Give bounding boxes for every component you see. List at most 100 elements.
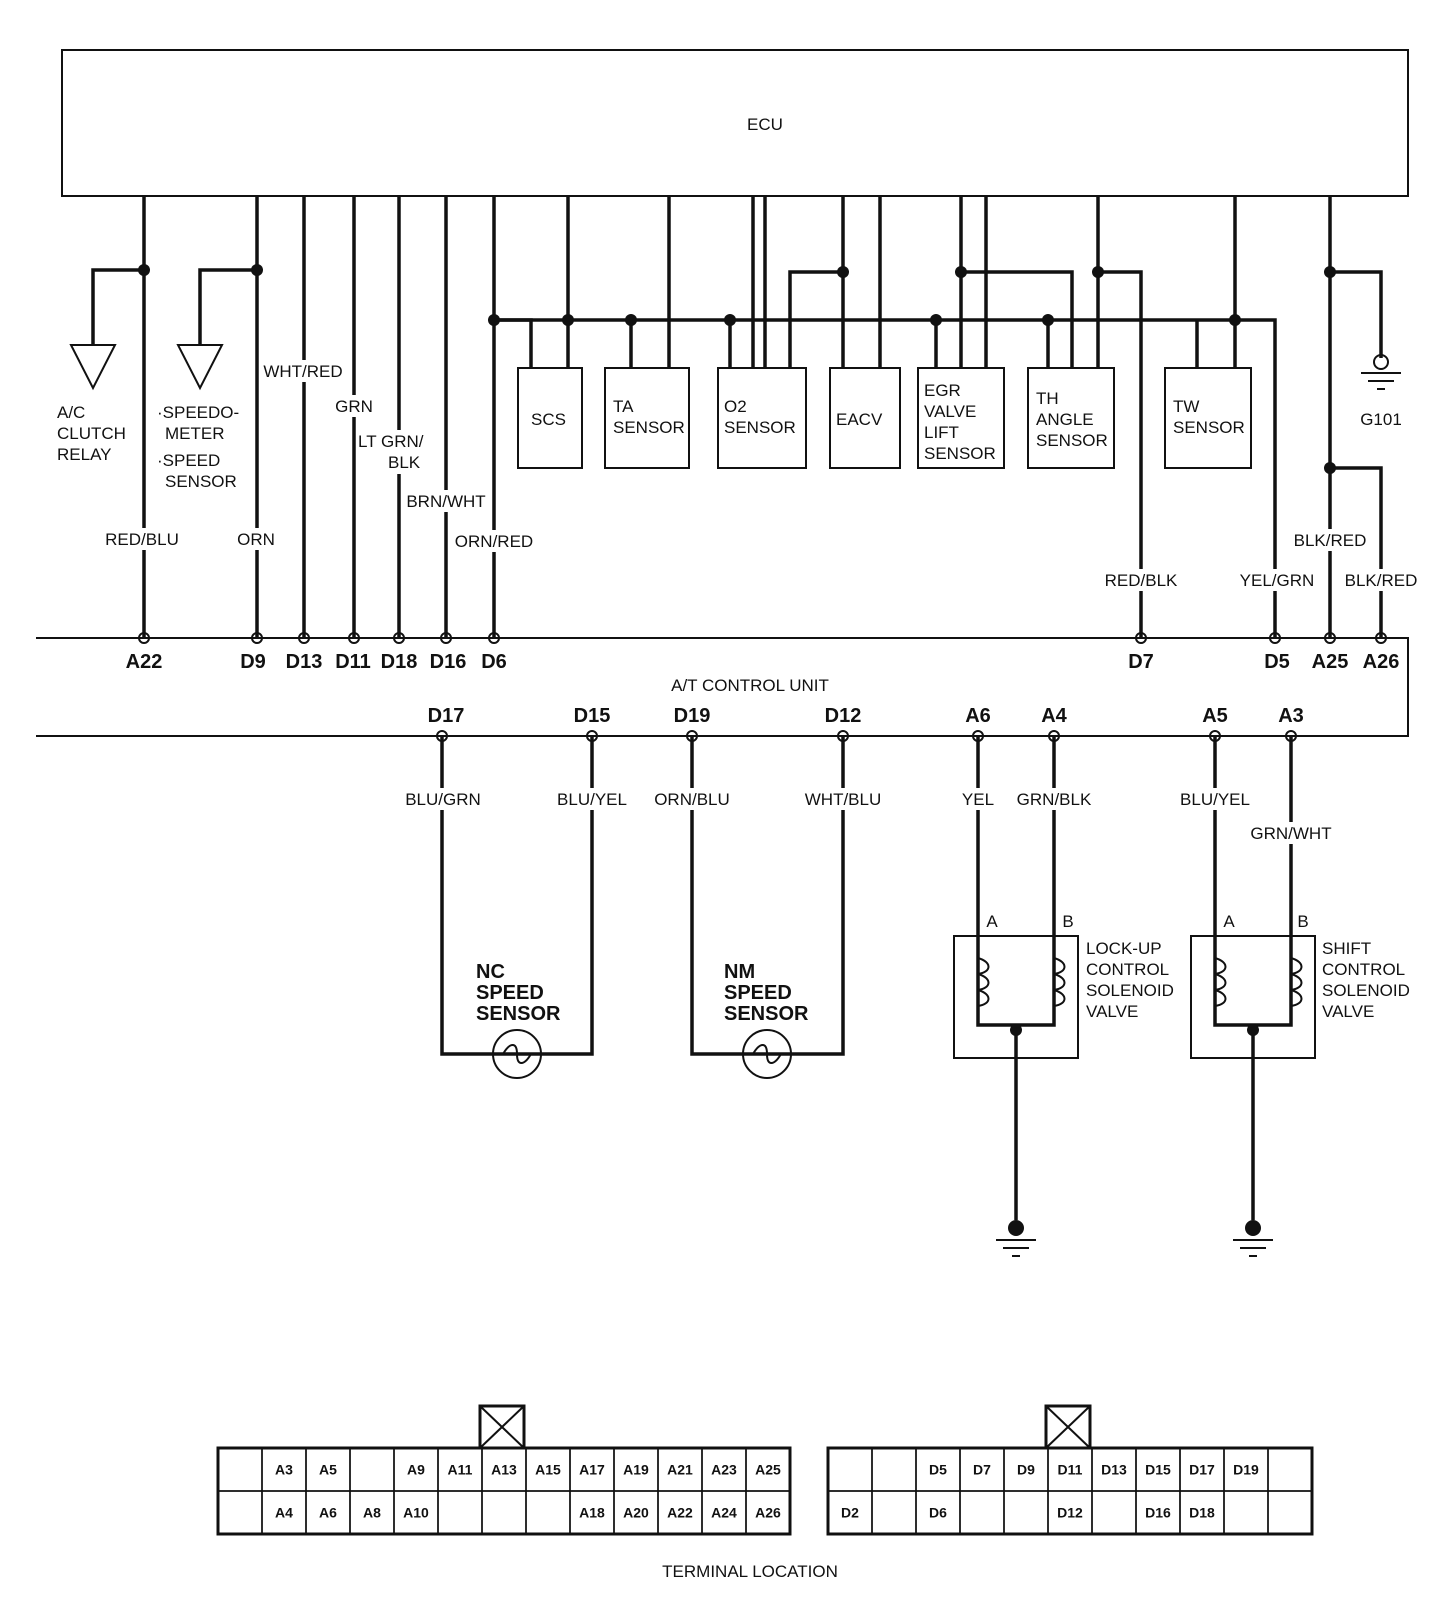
- at-control-unit-label: A/T CONTROL UNIT: [671, 676, 829, 695]
- speedometer-label-1: ·SPEEDO-: [157, 403, 239, 422]
- ac-clutch-label-1: A/C: [57, 403, 85, 422]
- svg-text:A3: A3: [1278, 705, 1304, 727]
- tw-sensor-label-1: TW: [1173, 397, 1199, 416]
- svg-text:ORN/BLU: ORN/BLU: [654, 790, 730, 809]
- th-angle-box: [1027, 367, 1115, 469]
- nm-speed-label-3: SENSOR: [724, 1003, 809, 1025]
- svg-text:BLU/GRN: BLU/GRN: [405, 790, 481, 809]
- terminal-cell: [1267, 1490, 1313, 1535]
- terminal-label: D9: [1017, 1462, 1035, 1478]
- svg-text:YEL/GRN: YEL/GRN: [1240, 571, 1315, 590]
- svg-text:D16: D16: [430, 651, 467, 673]
- svg-text:D15: D15: [574, 705, 611, 727]
- terminal-label: D15: [1145, 1462, 1171, 1478]
- svg-text:RED/BLU: RED/BLU: [105, 530, 179, 549]
- shift-solenoid-box: [1190, 935, 1316, 1059]
- terminal-label: A19: [623, 1462, 649, 1478]
- terminal-location-title: TERMINAL LOCATION: [662, 1562, 838, 1581]
- o2-sensor-label: O2: [724, 397, 747, 416]
- terminal-label: A18: [579, 1505, 605, 1521]
- nc-speed-label-1: NC: [476, 961, 505, 983]
- upper-wire-labels: RED/BLU ORN WHT/RED GRN LT GRN/ BLK BRN/…: [96, 360, 1425, 591]
- svg-text:ORN: ORN: [237, 530, 275, 549]
- nc-speed-label-3: SENSOR: [476, 1003, 561, 1025]
- svg-text:GRN/WHT: GRN/WHT: [1250, 824, 1331, 843]
- nc-speed-label-2: SPEED: [476, 982, 544, 1004]
- ac-clutch-label-3: RELAY: [57, 445, 112, 464]
- terminal-label: D18: [1189, 1505, 1215, 1521]
- ecu-label: ECU: [747, 115, 783, 134]
- svg-text:A5: A5: [1202, 705, 1228, 727]
- terminal-label: A25: [755, 1462, 781, 1478]
- svg-text:A26: A26: [1363, 651, 1400, 673]
- svg-text:BLK: BLK: [388, 453, 421, 472]
- shift-label-2: CONTROL: [1322, 960, 1405, 979]
- terminal-label: A9: [407, 1462, 425, 1478]
- terminal-label: A20: [623, 1505, 649, 1521]
- lockup-label-4: VALVE: [1086, 1002, 1138, 1021]
- terminal-label: D6: [929, 1505, 947, 1521]
- svg-text:YEL: YEL: [962, 790, 994, 809]
- upper-wiring: [91, 196, 1383, 638]
- svg-text:BLK/RED: BLK/RED: [1345, 571, 1418, 590]
- terminal-label: A10: [403, 1505, 429, 1521]
- ac-clutch-label-2: CLUTCH: [57, 424, 126, 443]
- lower-wire-labels: BLU/GRN BLU/YEL ORN/BLU WHT/BLU YEL GRN/…: [396, 788, 1338, 844]
- ecu-box: [61, 49, 1409, 197]
- top-pins: A22 D9 D13 D11 D18 D16 D6 D7 D5 A25 A26: [126, 632, 1400, 673]
- terminal-label: D2: [841, 1505, 859, 1521]
- terminal-label: D13: [1101, 1462, 1127, 1478]
- eacv-box: [829, 367, 901, 469]
- tw-sensor-box: [1164, 367, 1252, 469]
- egr-label-3: LIFT: [924, 423, 959, 442]
- speedometer-label-2: METER: [165, 424, 225, 443]
- terminal-label: A23: [711, 1462, 737, 1478]
- lockup-label-1: LOCK-UP: [1086, 939, 1162, 958]
- nm-speed-label-1: NM: [724, 961, 755, 983]
- terminal-label: A15: [535, 1462, 561, 1478]
- svg-text:GRN: GRN: [335, 397, 373, 416]
- terminal-label: A5: [319, 1462, 337, 1478]
- terminal-label: A22: [667, 1505, 693, 1521]
- svg-text:D18: D18: [381, 651, 418, 673]
- o2-sensor-label-2: SENSOR: [724, 418, 796, 437]
- svg-text:A4: A4: [1041, 705, 1067, 727]
- svg-text:BLU/YEL: BLU/YEL: [557, 790, 627, 809]
- terminal-label: D17: [1189, 1462, 1215, 1478]
- terminal-label: A4: [275, 1505, 293, 1521]
- lockup-solenoid-box: [953, 935, 1079, 1059]
- svg-text:D17: D17: [428, 705, 465, 727]
- egr-box: [917, 367, 1005, 469]
- svg-text:A22: A22: [126, 651, 163, 673]
- terminal-label: D19: [1233, 1462, 1259, 1478]
- shift-coil-icon: [1214, 957, 1303, 1007]
- scs-box: [517, 367, 583, 469]
- ground-icon-shift: [1233, 1220, 1273, 1257]
- shift-label-3: SOLENOID: [1322, 981, 1410, 1000]
- svg-text:D9: D9: [240, 651, 266, 673]
- terminal-label: D12: [1057, 1505, 1083, 1521]
- egr-label-4: SENSOR: [924, 444, 996, 463]
- scs-label: SCS: [531, 410, 566, 429]
- th-angle-label-3: SENSOR: [1036, 431, 1108, 450]
- svg-text:BLU/YEL: BLU/YEL: [1180, 790, 1250, 809]
- svg-text:ORN/RED: ORN/RED: [455, 532, 533, 551]
- th-angle-label-1: TH: [1036, 389, 1059, 408]
- svg-text:D6: D6: [481, 651, 507, 673]
- lockup-label-3: SOLENOID: [1086, 981, 1174, 1000]
- svg-text:BRN/WHT: BRN/WHT: [406, 492, 485, 511]
- a-connector-key-icon: [478, 1404, 526, 1450]
- terminal-label: A13: [491, 1462, 517, 1478]
- ta-sensor-label: TA: [613, 397, 634, 416]
- speedometer-label-3: ·SPEED: [157, 451, 220, 470]
- d-connector-key-icon: [1044, 1404, 1092, 1450]
- nm-speed-sensor-icon: [742, 1029, 792, 1079]
- shift-label-4: VALVE: [1322, 1002, 1374, 1021]
- nc-speed-sensor-icon: [492, 1029, 542, 1079]
- terminal-cell: [745, 1490, 791, 1535]
- ta-sensor-box: [604, 367, 690, 469]
- terminal-label: A21: [667, 1462, 693, 1478]
